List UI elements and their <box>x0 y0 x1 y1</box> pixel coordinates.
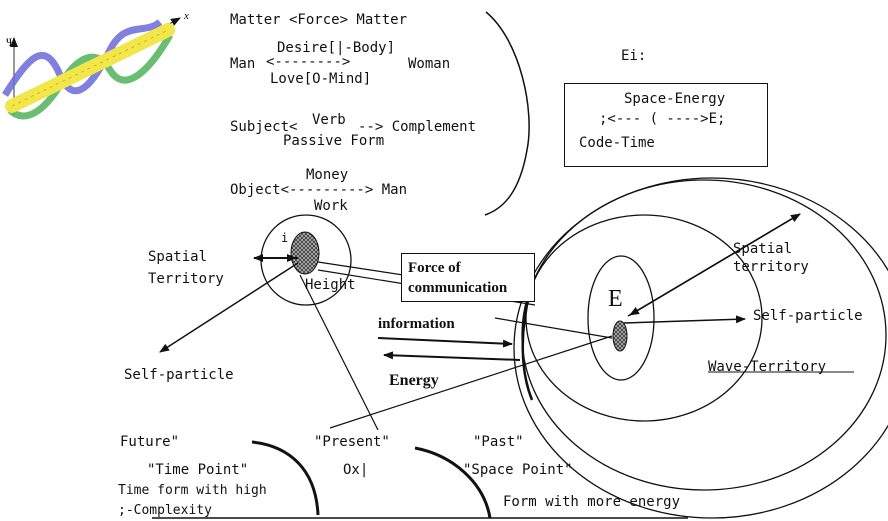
object-money: Money <box>306 167 349 183</box>
wave-territory-label: Wave-Territory <box>708 359 827 375</box>
wave-icon <box>2 17 181 120</box>
man-woman-bottom: Love[O-Mind] <box>270 71 372 87</box>
ei-space-energy: Space-Energy <box>624 91 726 107</box>
information-label: information <box>378 316 455 332</box>
inner-circle <box>525 214 763 422</box>
height-label: Height <box>305 277 356 293</box>
left-particle-core <box>290 231 320 275</box>
wave-b <box>7 33 174 120</box>
woman-label: Woman <box>408 56 451 72</box>
present-label: "Present" <box>314 434 390 450</box>
matter-relation: Matter <Force> Matter <box>230 12 408 28</box>
subject-complement: --> Complement <box>358 119 477 135</box>
left-self-particle: Self-particle <box>124 367 234 383</box>
object-relation: Object<---------> Man <box>230 182 408 198</box>
right-spatial-territory: Spatial territory <box>733 241 809 275</box>
past-label: "Past" <box>473 434 524 450</box>
complexity-label: ;-Complexity <box>118 503 212 518</box>
e-label: E <box>608 286 623 312</box>
subject-verb: Verb <box>312 112 346 128</box>
line-to-present <box>299 274 379 431</box>
ox-label: Ox| <box>343 462 369 478</box>
time-point-arc <box>251 440 320 516</box>
man-woman-arrow: <--------> <box>266 54 351 70</box>
ei-box: Space-Energy ;<--- ( ---->E; Code-Time <box>564 83 768 167</box>
bracket <box>484 11 530 216</box>
boundary-arc <box>521 291 534 401</box>
x-axis-label: x <box>184 10 189 22</box>
right-self-particle: Self-particle <box>753 308 863 324</box>
left-spatial-territory: Spatial Territory <box>148 249 224 287</box>
wave-a <box>2 19 163 97</box>
object-work: Work <box>314 198 348 214</box>
psi-label: Ψ <box>6 35 15 49</box>
ei-code-time: Code-Time <box>579 135 655 151</box>
outer-ellipse <box>513 177 888 519</box>
man-label: Man <box>230 56 256 72</box>
subject-left: Subject< <box>230 119 298 135</box>
middle-ellipse <box>521 179 887 491</box>
right-particle <box>513 177 888 519</box>
time-form-label: Time form with high <box>118 483 267 498</box>
right-particle-core <box>612 320 628 352</box>
passive-form: Passive Form <box>283 133 385 149</box>
ei-label: Ei: <box>621 48 647 64</box>
link-line-3 <box>494 317 613 339</box>
form-energy-label: Form with more energy <box>503 494 681 510</box>
arrow-to-right-self-particle <box>623 315 746 324</box>
information-arrow <box>377 337 513 348</box>
time-point-label: "Time Point" <box>147 462 249 478</box>
future-label: Future" <box>120 434 180 450</box>
energy-arrow <box>383 351 521 361</box>
force-of-communication-label: Force of communication <box>408 260 508 296</box>
core-ellipse <box>587 255 655 381</box>
left-particle-mark: i <box>281 231 289 245</box>
arrow-to-right-core <box>629 213 801 316</box>
space-point-arc <box>414 446 492 519</box>
line-to-future <box>329 335 613 429</box>
wave-core-ticks <box>11 29 169 107</box>
man-woman-top: Desire[|-Body] <box>277 40 396 56</box>
arrow-to-left-self-particle <box>159 262 299 353</box>
space-point-label: "Space Point" <box>463 462 573 478</box>
force-of-communication-box: Force of communication <box>401 253 535 302</box>
ei-arrow-line: ;<--- ( ---->E; <box>599 111 726 127</box>
energy-label: Energy <box>389 372 439 389</box>
